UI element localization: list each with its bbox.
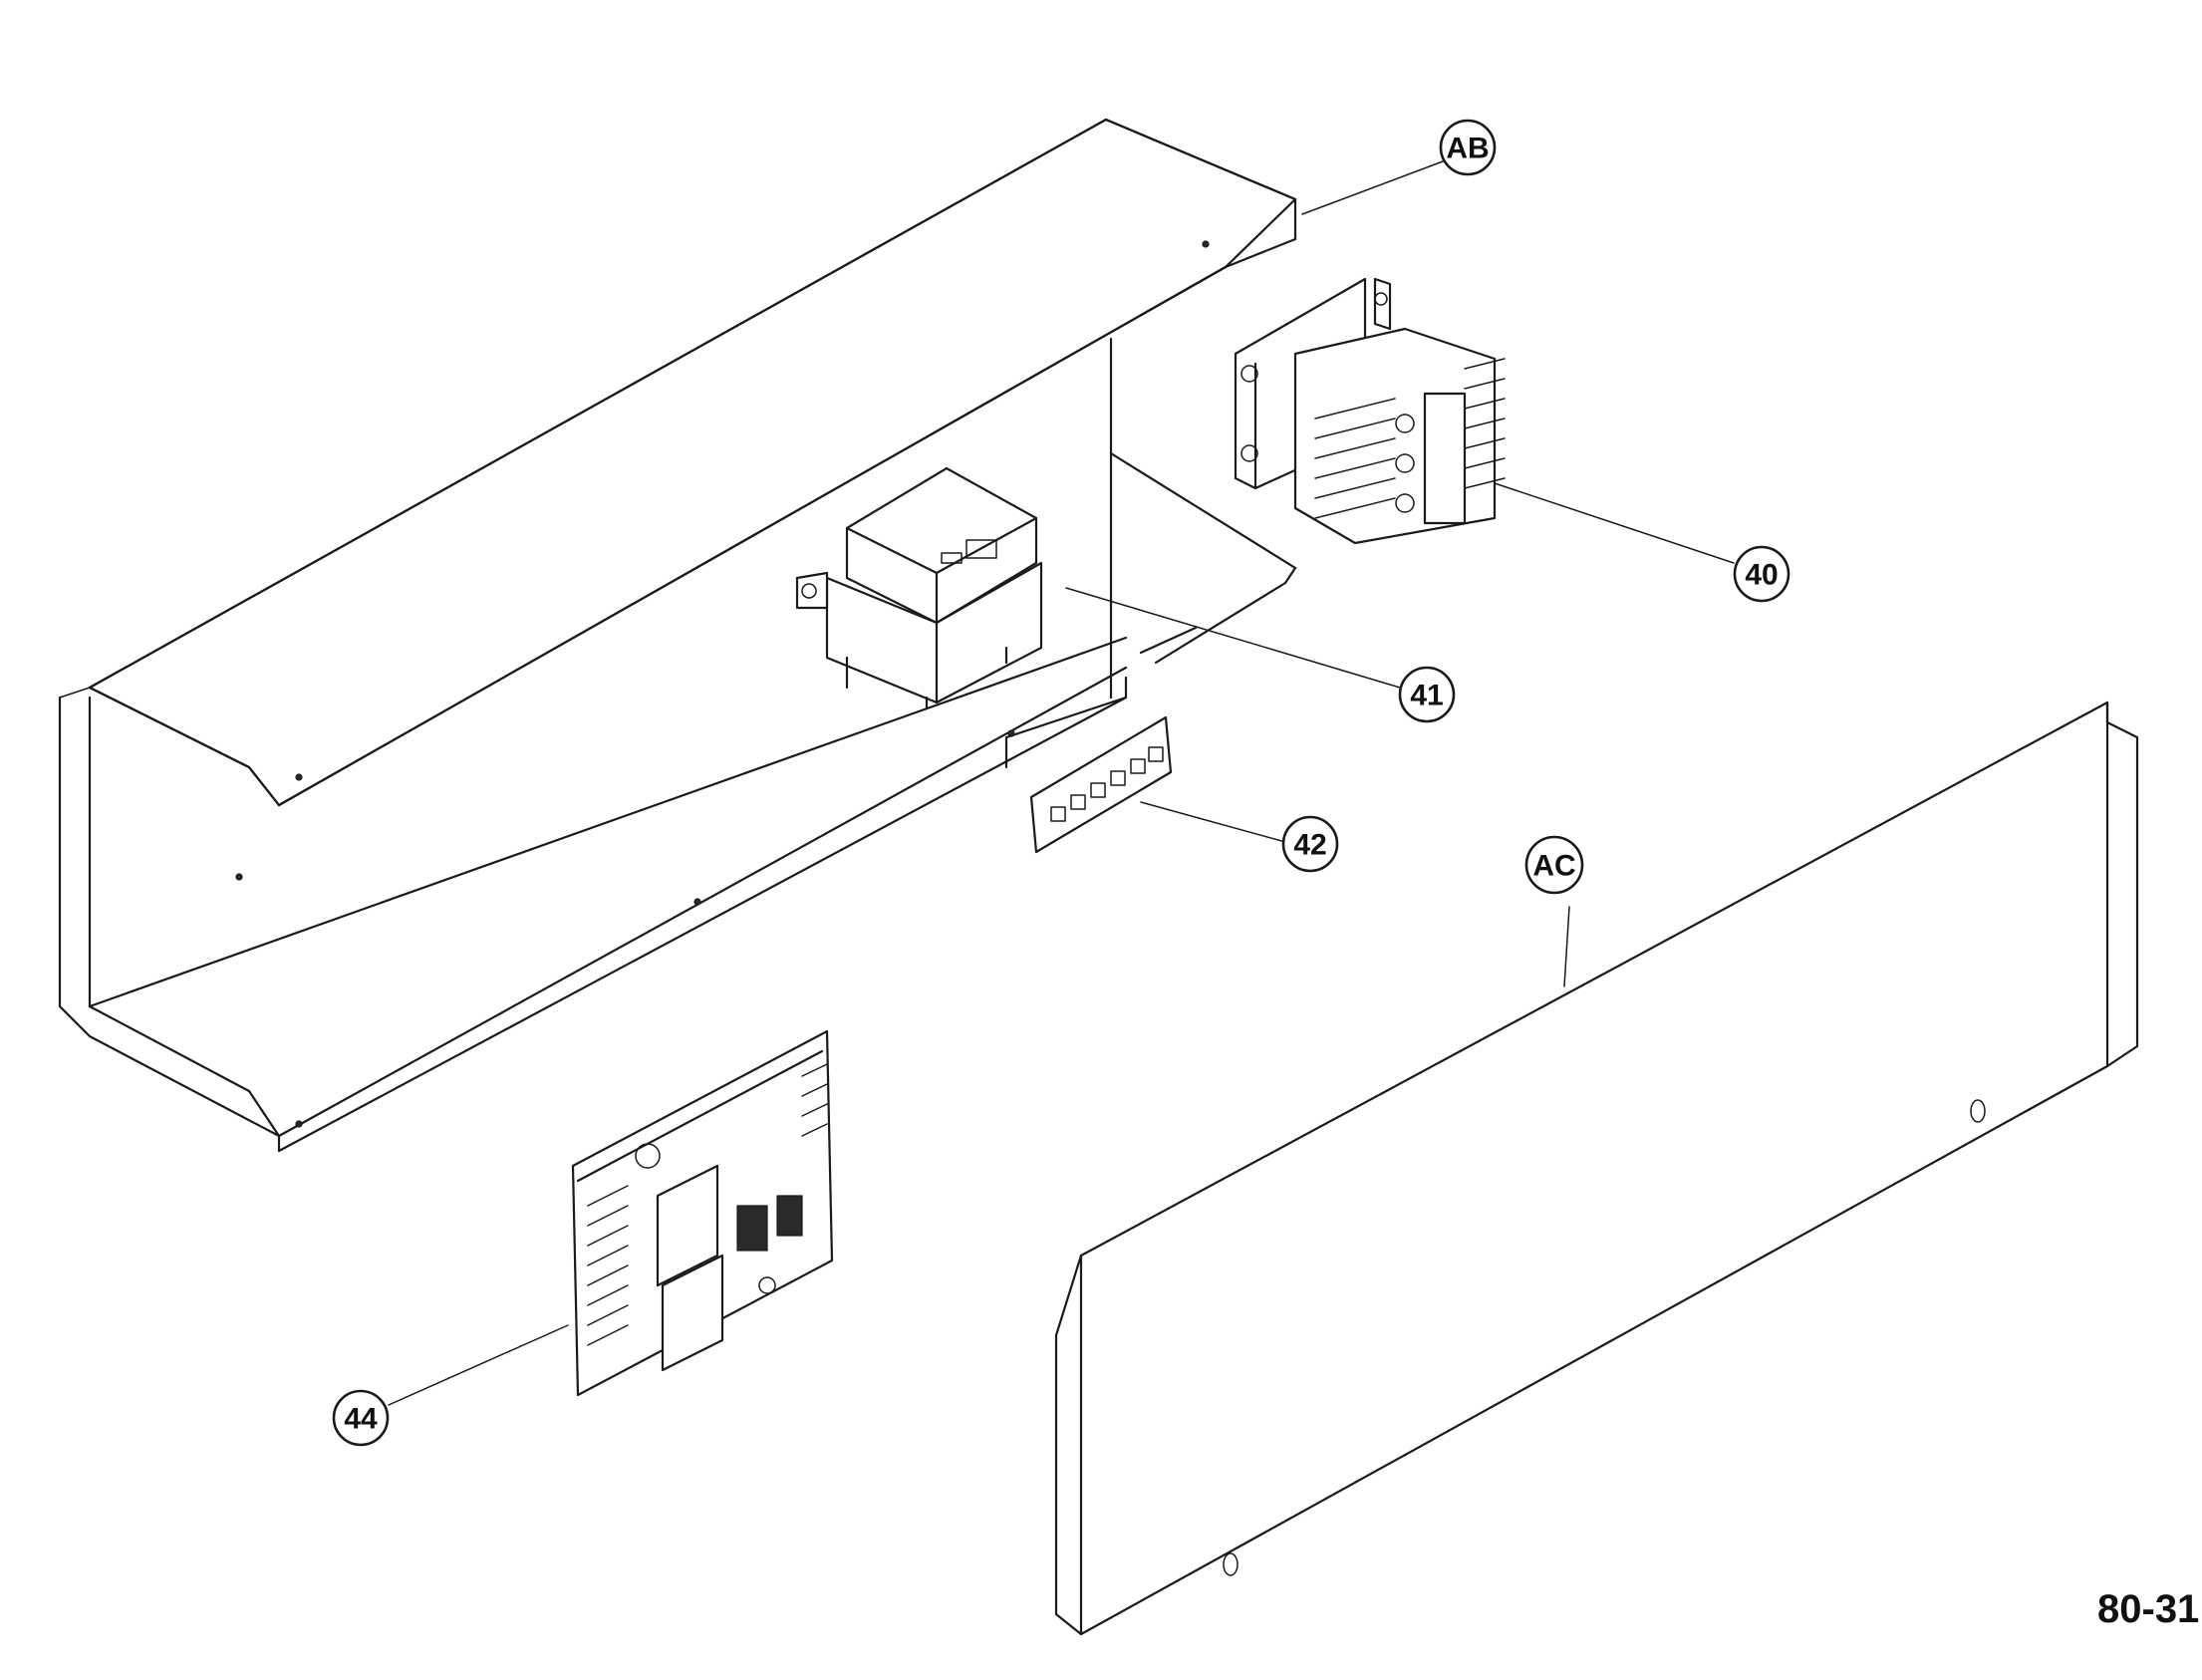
callout-44: 44 xyxy=(332,1389,390,1447)
callout-41: 41 xyxy=(1398,666,1456,723)
front-panel xyxy=(1054,700,2139,1636)
callout-ac-label: AC xyxy=(1532,850,1575,883)
callout-ab: AB xyxy=(1439,119,1497,176)
callout-40-label: 40 xyxy=(1745,559,1778,592)
transformer xyxy=(795,466,1043,709)
callout-42: 42 xyxy=(1281,815,1339,873)
callout-ac: AC xyxy=(1524,835,1584,895)
callout-40: 40 xyxy=(1733,545,1790,603)
figure-id: 80-31 xyxy=(2097,1587,2199,1631)
control-board xyxy=(571,1029,834,1397)
leader-lines xyxy=(388,160,1735,1406)
callout-ab-label: AB xyxy=(1446,133,1489,165)
contactor xyxy=(1234,277,1506,545)
callout-41-label: 41 xyxy=(1410,680,1443,712)
callout-44-label: 44 xyxy=(344,1403,378,1436)
terminal-strip xyxy=(1029,715,1173,854)
housing-cover xyxy=(58,118,1297,1153)
callout-42-label: 42 xyxy=(1293,829,1326,862)
